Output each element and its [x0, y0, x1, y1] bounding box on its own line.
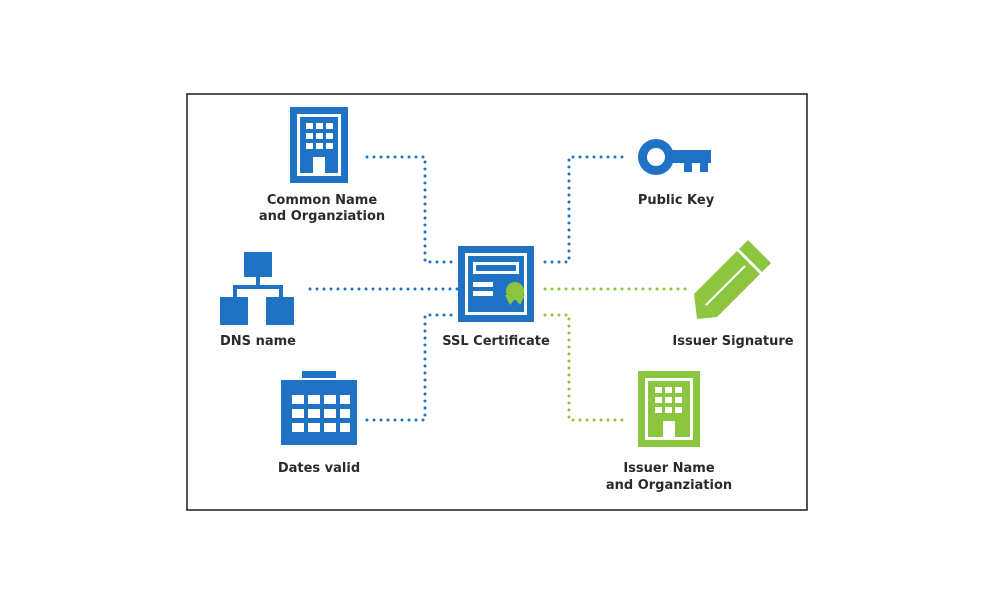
common-name-label-line2: and Organziation: [259, 209, 385, 224]
node-issuer-signature: Issuer Signature: [672, 240, 794, 349]
certificate-icon: [458, 246, 534, 322]
connector-common-name: [365, 155, 460, 264]
node-common-name: Common Name and Organziation: [259, 107, 385, 224]
issuer-signature-label: Issuer Signature: [672, 334, 793, 349]
building-icon: [290, 107, 348, 183]
pencil-icon: [694, 240, 771, 319]
building-icon: [638, 371, 700, 447]
public-key-label: Public Key: [638, 193, 715, 208]
dates-valid-label: Dates valid: [278, 461, 360, 476]
node-public-key: Public Key: [638, 139, 715, 208]
diagram-frame: [186, 93, 808, 511]
connector-issuer-name: [543, 313, 630, 422]
connector-public-key: [543, 155, 630, 264]
common-name-label-line1: Common Name: [267, 193, 377, 208]
node-dates-valid: Dates valid: [278, 371, 360, 476]
issuer-name-label-line1: Issuer Name: [623, 461, 715, 476]
key-icon: [638, 139, 711, 175]
ssl-certificate-label: SSL Certificate: [442, 334, 550, 349]
node-dns-name: DNS name: [220, 252, 296, 349]
issuer-name-label-line2: and Organziation: [606, 478, 732, 493]
dns-name-label: DNS name: [220, 334, 296, 349]
connector-dates-valid: [365, 313, 460, 422]
hierarchy-icon: [220, 252, 294, 325]
node-issuer-name: Issuer Name and Organziation: [606, 371, 732, 493]
connectors: [308, 155, 692, 422]
calendar-icon: [281, 371, 357, 445]
node-ssl-certificate: SSL Certificate: [442, 246, 550, 349]
